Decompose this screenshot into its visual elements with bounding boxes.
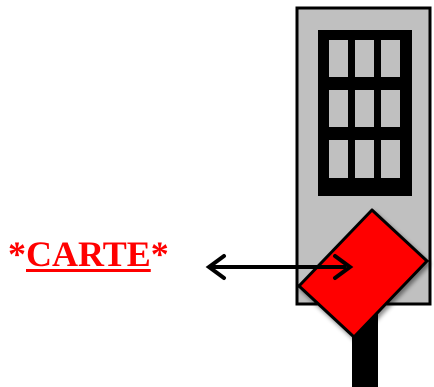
window-pane [355,90,374,127]
label-text: CARTE [26,234,151,274]
window-pane [381,90,400,127]
window-pane [381,40,400,77]
label-prefix: * [8,234,26,274]
window-pane [329,140,348,178]
window-pane [381,140,400,178]
window-pane [329,90,348,127]
carte-label: *CARTE* [8,234,169,274]
window-pane [355,140,374,178]
window-grid [318,30,412,196]
label-suffix: * [151,234,169,274]
window-pane [355,40,374,77]
window-pane [329,40,348,77]
